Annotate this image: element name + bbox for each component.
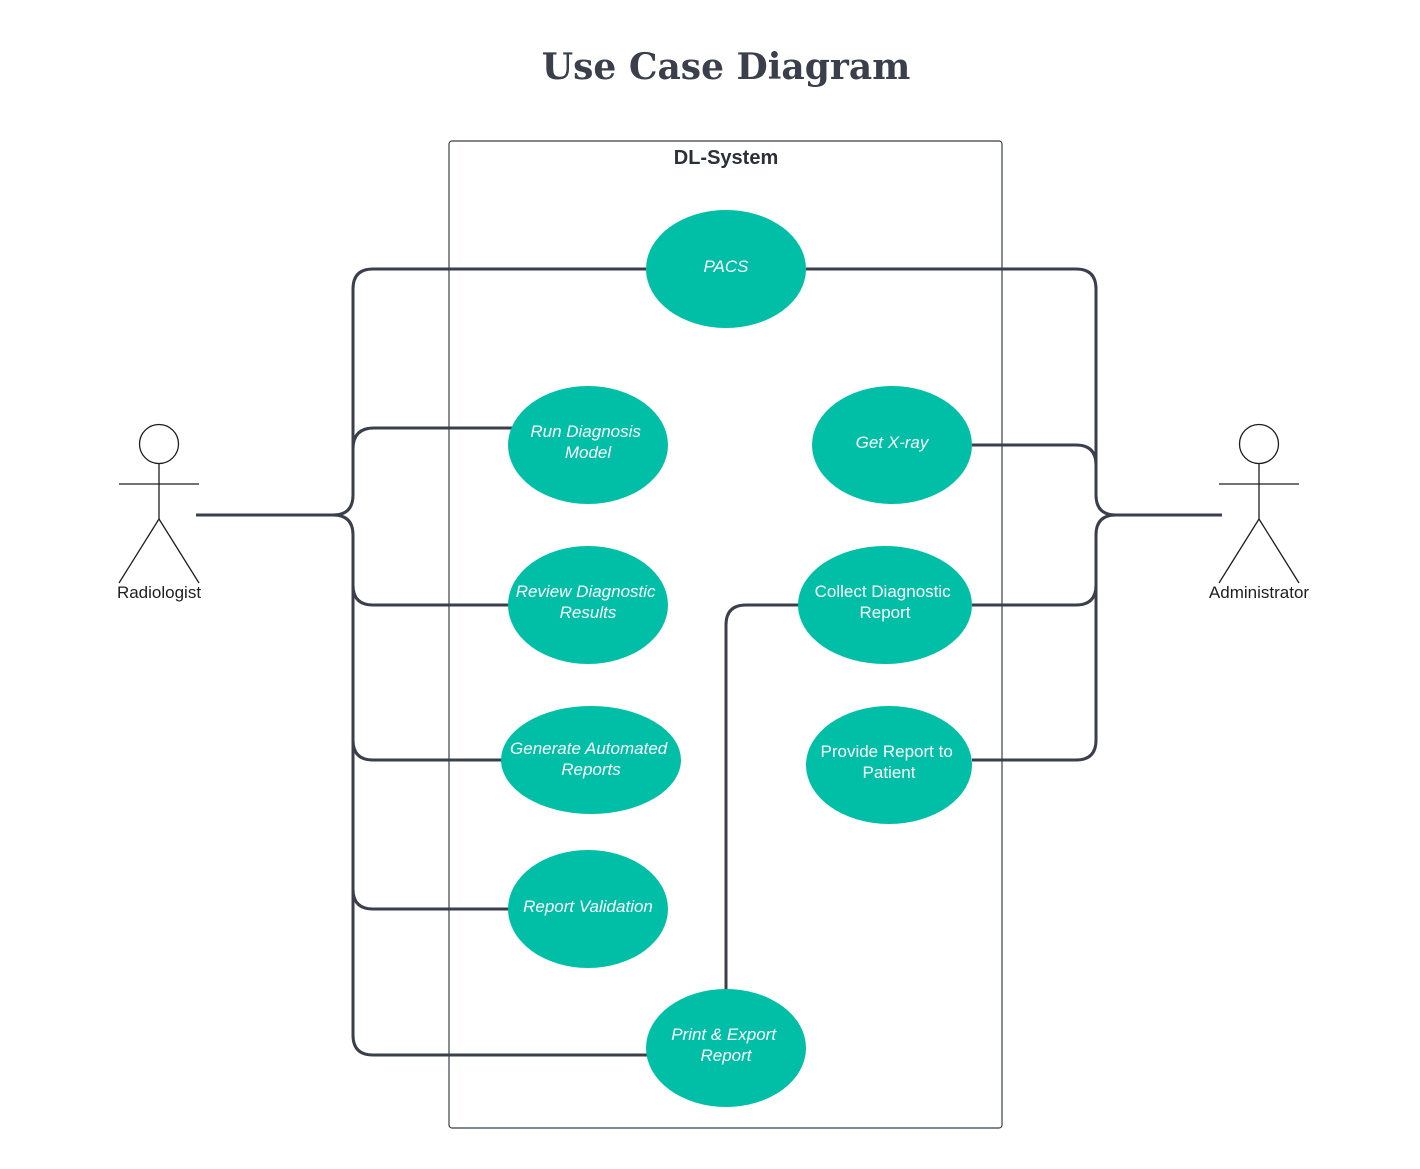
use-case-get-x-ray[interactable]: Get X-ray: [812, 386, 972, 504]
connector-radiologist-validation: [351, 888, 510, 911]
connector-admin-get-xray: [972, 443, 1098, 495]
actor-right-leg: [158, 518, 200, 584]
connector-radiologist-generate: [351, 739, 502, 762]
connector-radiologist-review: [351, 584, 510, 607]
system-boundary: DL-System: [448, 140, 1003, 1129]
actor-head: [138, 423, 180, 465]
use-case-run-diagnosis-model[interactable]: Run Diagnosis Model: [508, 386, 668, 504]
use-case-generate-automated-reports[interactable]: Generate Automated Reports: [501, 706, 681, 814]
use-case-label: Provide Report to: [820, 742, 952, 761]
svg-text:Provide Report to Patien: Provide Report to Patient: [820, 742, 957, 782]
actor-head: [1238, 423, 1280, 465]
actor-administrator[interactable]: Administrator: [1209, 423, 1309, 603]
actor-left-leg: [1218, 518, 1260, 584]
svg-text:Review Diagnostic Result: Review Diagnostic Results: [516, 582, 661, 622]
system-label: DL-System: [674, 147, 778, 169]
use-case-label: Collect Diagnostic: [815, 582, 952, 601]
connector-radiologist-run-diagnosis: [351, 426, 512, 450]
connector-radiologist-lower-trunk: [332, 513, 648, 1057]
connector-admin-lower-trunk: [972, 513, 1117, 762]
use-case-label: Run Diagnosis: [530, 422, 641, 441]
connector-radiologist-trunk: [196, 267, 646, 517]
use-case-collect-diagnostic-report[interactable]: Collect Diagnostic Report: [798, 546, 972, 664]
connector-collect-to-print: [724, 603, 799, 990]
use-case-label: Report: [700, 1046, 752, 1065]
use-case-label: Print & Export: [671, 1025, 777, 1044]
use-case-label: Get X-ray: [856, 433, 930, 452]
svg-text:Run Diagnosis Model: Run Diagnosis Model: [530, 422, 645, 462]
svg-text:Print & Export Report: Print & Export Report: [671, 1025, 781, 1065]
use-case-label: Report Validation: [523, 897, 653, 916]
use-case-pacs[interactable]: PACS: [646, 210, 806, 328]
actor-label-radiologist: Radiologist: [117, 583, 201, 602]
use-case-label: Generate Automated: [510, 739, 668, 758]
svg-text:Get X-ray: Get X-ray: [856, 433, 930, 452]
radiologist-connectors: [196, 267, 648, 1057]
use-case-label: Reports: [561, 760, 621, 779]
use-case-label: Model: [565, 443, 613, 462]
connector-admin-trunk: [806, 267, 1222, 517]
svg-text:Generate Automated Repor: Generate Automated Reports: [510, 739, 672, 779]
use-case-label: Results: [560, 603, 617, 622]
use-case-label: Report: [859, 603, 910, 622]
use-case-print-export-report[interactable]: Print & Export Report: [646, 989, 806, 1107]
svg-text:Collect Diagnostic Repor: Collect Diagnostic Report: [815, 582, 956, 622]
actor-label-administrator: Administrator: [1209, 583, 1309, 602]
use-case-label: Review Diagnostic: [516, 582, 656, 601]
connector-admin-collect: [972, 584, 1098, 607]
use-case-report-validation[interactable]: Report Validation: [508, 850, 668, 968]
use-case-provide-report-to-patient[interactable]: Provide Report to Patient: [806, 706, 972, 824]
actor-radiologist[interactable]: Radiologist: [117, 423, 201, 603]
administrator-connectors: [806, 267, 1222, 762]
actor-right-leg: [1258, 518, 1300, 584]
svg-text:PACS: PACS: [703, 257, 749, 276]
diagram-title: Use Case Diagram: [542, 46, 911, 88]
actor-left-leg: [118, 518, 160, 584]
use-case-review-diagnostic-results[interactable]: Review Diagnostic Results: [508, 546, 668, 664]
svg-text:Report Validation: Report Validation: [523, 897, 653, 916]
use-case-label: PACS: [703, 257, 749, 276]
use-case-label: Patient: [863, 763, 916, 782]
